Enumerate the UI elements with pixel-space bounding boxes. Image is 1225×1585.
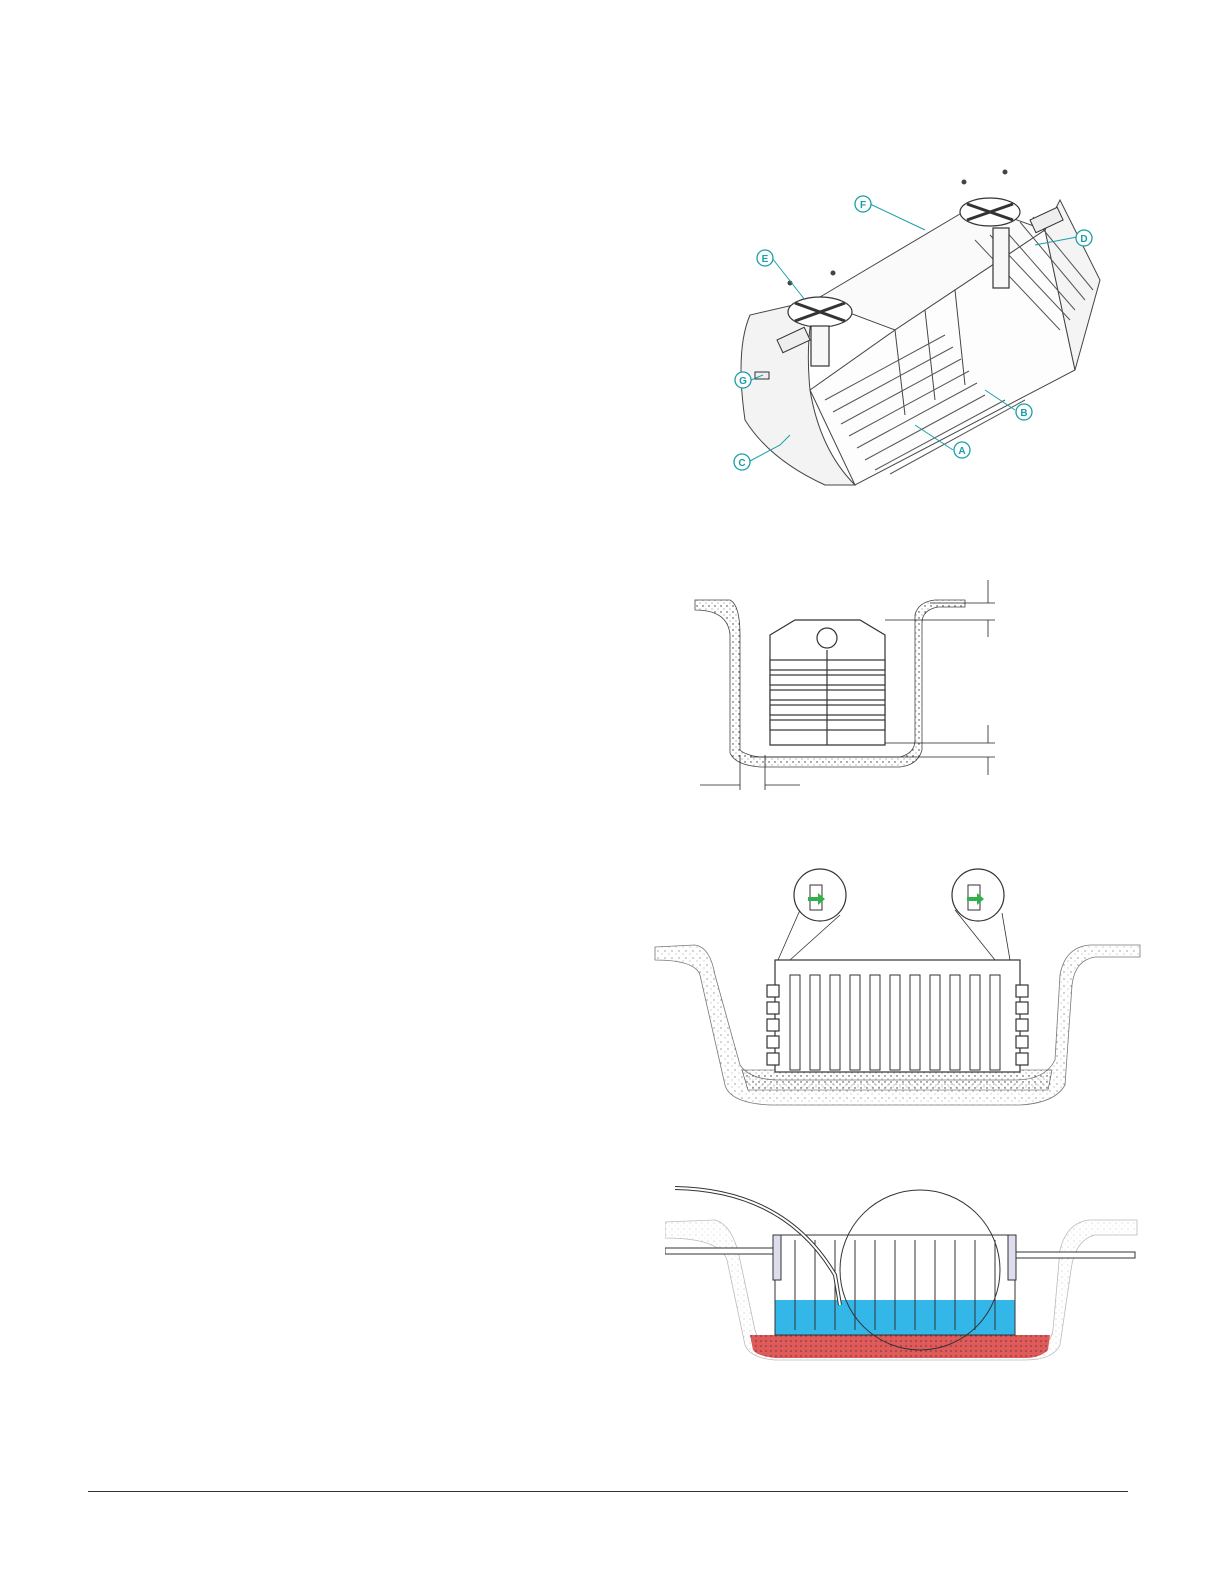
tank-leveling-figure <box>650 865 1145 1110</box>
svg-text:C: C <box>738 458 745 469</box>
svg-text:A: A <box>958 446 965 457</box>
svg-text:B: B <box>1020 408 1027 419</box>
tank-isometric-figure: A B C D E F G <box>715 160 1110 500</box>
svg-text:G: G <box>739 376 747 387</box>
base-layer <box>742 1070 1052 1090</box>
svg-text:E: E <box>762 254 769 265</box>
callout-F: F <box>855 196 871 212</box>
callout-C: C <box>734 454 750 470</box>
callout-A: A <box>954 442 970 458</box>
detail-bubble-right <box>952 869 1004 921</box>
tank-side-view <box>767 960 1028 1072</box>
footer-rule <box>88 1491 1128 1492</box>
tank-end-view <box>770 620 885 745</box>
base-layer <box>750 1335 1050 1358</box>
callout-E: E <box>757 250 773 266</box>
tank-backfill-figure <box>665 1180 1140 1365</box>
callout-D: D <box>1076 230 1092 246</box>
svg-text:F: F <box>860 200 866 211</box>
callout-G: G <box>735 372 751 388</box>
svg-text:D: D <box>1080 234 1087 245</box>
excavation-cross-section <box>690 575 1010 795</box>
callout-B: B <box>1016 404 1032 420</box>
detail-bubble-left <box>794 869 846 921</box>
